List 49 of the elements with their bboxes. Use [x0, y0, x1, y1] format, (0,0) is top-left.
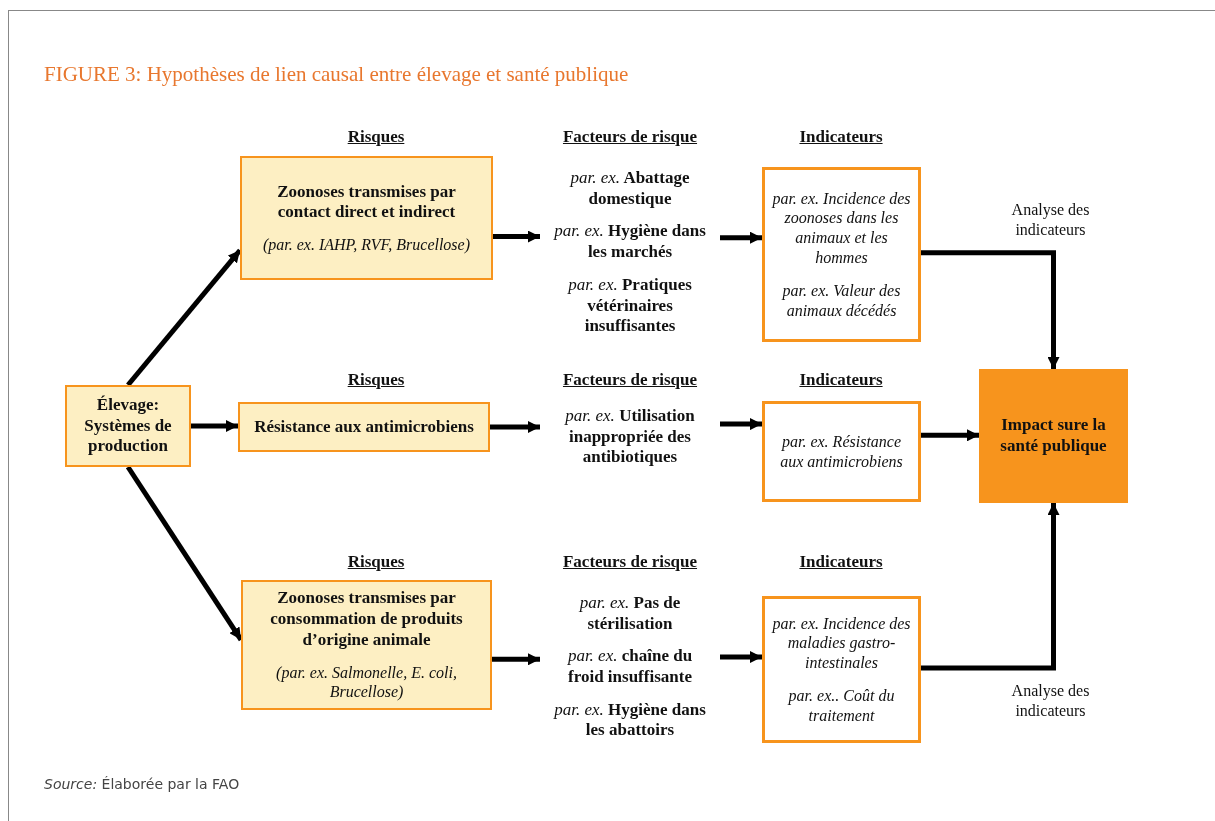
process-box: [65, 385, 191, 467]
column-heading: Facteurs de risque: [562, 552, 698, 572]
risk-box: [241, 580, 492, 710]
outcome-box: [979, 369, 1128, 503]
arrow: [191, 420, 238, 432]
arrow: [126, 248, 242, 387]
figure-title: FIGURE 3: Hypothèses de lien causal entre élevage et santé publique: [44, 62, 629, 87]
example-note: (par. ex. Salmonelle, E. coli, Brucellose): [275, 662, 458, 702]
risk-factor-text: par. ex. Utilisation inappropriée des antibiotiques: [563, 405, 696, 469]
box-title: Élevage: Systèmes de production: [83, 394, 173, 458]
arrow: [720, 231, 762, 244]
column-heading: Facteurs de risque: [562, 127, 698, 147]
indicator-text: par. ex. Incidence des maladies gastro-intestinales: [770, 613, 912, 673]
indicator-box: [762, 596, 921, 743]
column-heading: Facteurs de risque: [562, 370, 698, 390]
column-heading: Indicateurs: [799, 370, 883, 390]
column-heading: Risques: [347, 127, 405, 147]
arrow: [921, 429, 979, 442]
arrow: [490, 421, 540, 433]
indicator-box: [762, 167, 921, 342]
box-title: Impact sure la santé publique: [999, 415, 1108, 457]
risk-factor-text: par. ex. Pas de stérilisation: [578, 592, 682, 635]
box-text: Zoonoses transmises par consommation de produits d’origine animale: [269, 588, 464, 651]
indicator-text: par. ex. Incidence des zoonoses dans les animaux et les hommes: [770, 188, 912, 267]
column-heading: Risques: [347, 552, 405, 572]
source-note: Source: Élaborée par la FAO: [44, 776, 240, 792]
column-heading: Risques: [347, 370, 405, 390]
box-text: Zoonoses transmises par contact direct et indirect: [276, 181, 457, 223]
risk-factor-text: par. ex. chaîne du froid insuffisante: [566, 646, 694, 688]
indicator-box: [762, 401, 921, 502]
arrow: [492, 653, 540, 666]
arrow: [720, 418, 762, 431]
column-heading: Indicateurs: [799, 127, 883, 147]
indicator-text: par. ex. Valeur des animaux décédés: [780, 281, 902, 321]
risk-factor-text: par. ex. Pratiques vétérinaires insuffisantes: [566, 274, 693, 338]
indicator-text: par. ex.. Coût du traitement: [786, 686, 896, 726]
arrow: [493, 230, 540, 243]
risk-factor-text: par. ex. Hygiène dans les marchés: [552, 221, 707, 263]
arrow: [921, 503, 1060, 671]
risk-box: [238, 402, 490, 452]
risk-factor-text: par. ex. Hygiène dans les abattoirs: [552, 699, 707, 742]
risk-factor-text: par. ex. Abattage domestique: [568, 167, 691, 210]
arrow: [720, 651, 762, 664]
risk-box: [240, 156, 493, 280]
column-heading: Indicateurs: [799, 552, 883, 572]
arrow: [921, 250, 1060, 369]
indicator-text: par. ex. Résistance aux antimicrobiens: [779, 432, 904, 471]
example-note: (par. ex. IAHP, RVF, Brucellose): [262, 234, 471, 255]
box-text: Résistance aux antimicrobiens: [254, 416, 474, 438]
